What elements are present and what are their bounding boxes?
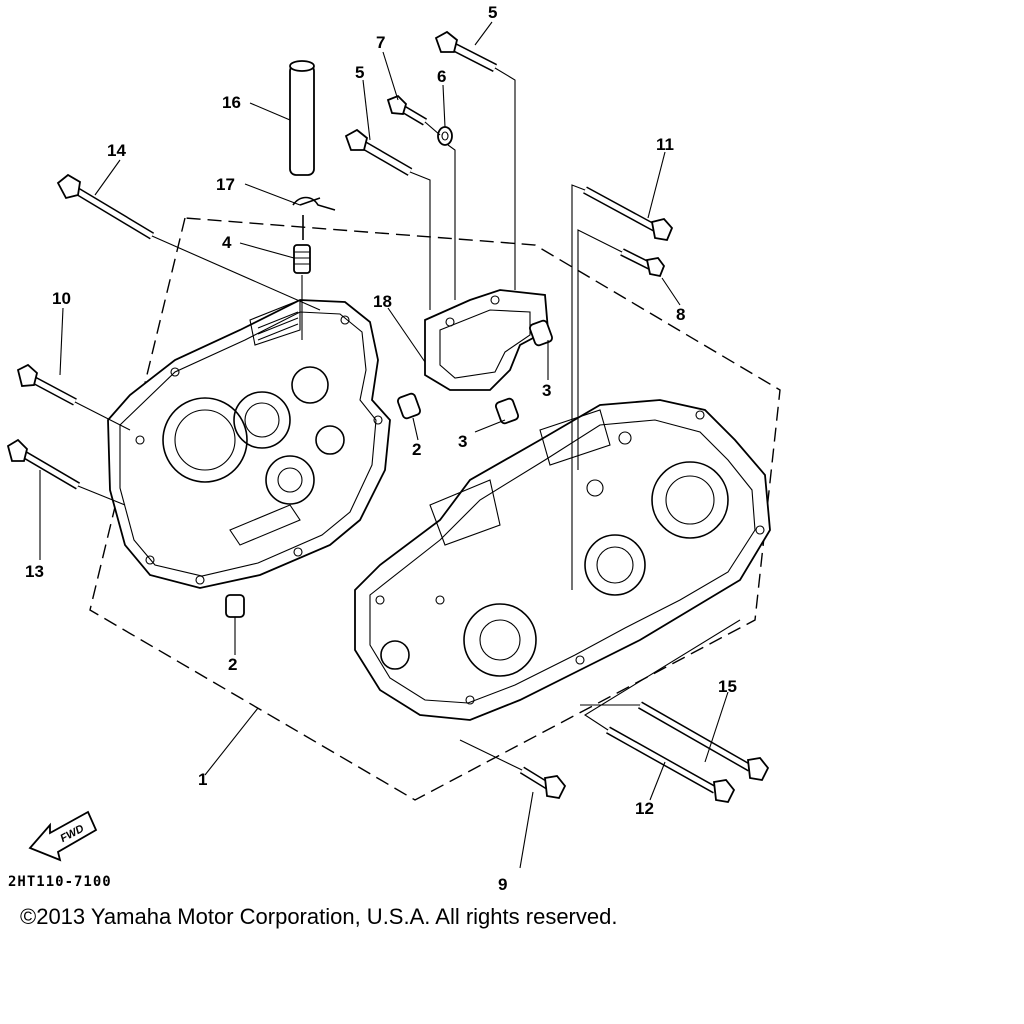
drawing-code: 2HT110-7100 — [8, 874, 112, 890]
washer-6 — [437, 126, 453, 146]
callout-15: 15 — [718, 677, 737, 696]
bolt-7 — [386, 94, 428, 126]
bolt-12 — [606, 726, 736, 803]
callout-11: 11 — [656, 135, 674, 154]
callout-3-lower: 3 — [458, 432, 467, 451]
callout-12: 12 — [635, 799, 654, 818]
bolt-5-top — [434, 30, 498, 73]
callout-6: 6 — [437, 67, 446, 86]
left-crankcase-half — [107, 299, 391, 589]
bolt-5-mid — [344, 128, 413, 176]
bolt-8 — [620, 248, 666, 278]
bolt-14 — [56, 173, 155, 240]
callout-7: 7 — [376, 33, 385, 52]
callout-14: 14 — [107, 141, 126, 160]
callout-2-bottom: 2 — [228, 655, 237, 674]
assembly-lead-lines — [74, 67, 741, 771]
copyright-notice: ©2013 Yamaha Motor Corporation, U.S.A. A… — [20, 904, 618, 929]
fwd-arrow-icon: FWD — [28, 810, 98, 862]
callout-5-top: 5 — [488, 3, 497, 22]
callout-4: 4 — [222, 233, 232, 252]
callout-17: 17 — [216, 175, 235, 194]
callout-1: 1 — [198, 770, 207, 789]
crankcase-exploded-diagram: 1 2 2 3 3 4 5 5 6 7 8 9 10 11 12 13 14 1… — [6, 3, 781, 894]
callout-5-mid: 5 — [355, 63, 364, 82]
assembly-boundary — [89, 217, 781, 801]
bolt-10 — [16, 363, 77, 406]
breather-pipe-assembly — [289, 60, 336, 340]
callout-leaders — [39, 21, 729, 869]
part-18-cover — [424, 289, 549, 391]
callout-18: 18 — [373, 292, 392, 311]
callout-8: 8 — [676, 305, 685, 324]
bolt-13 — [6, 438, 81, 490]
callout-10: 10 — [52, 289, 71, 308]
bolt-9 — [519, 766, 567, 799]
callout-16: 16 — [222, 93, 241, 112]
bolt-11 — [583, 186, 674, 242]
callout-9: 9 — [498, 875, 507, 894]
bolts — [6, 30, 770, 803]
callout-3-upper: 3 — [542, 381, 551, 400]
dowel-pins — [225, 319, 553, 618]
callout-13: 13 — [25, 562, 44, 581]
right-crankcase-half — [354, 399, 771, 721]
bolt-15 — [638, 701, 770, 781]
callout-labels: 1 2 2 3 3 4 5 5 6 7 8 9 10 11 12 13 14 1… — [25, 3, 737, 894]
callout-2-right: 2 — [412, 440, 421, 459]
